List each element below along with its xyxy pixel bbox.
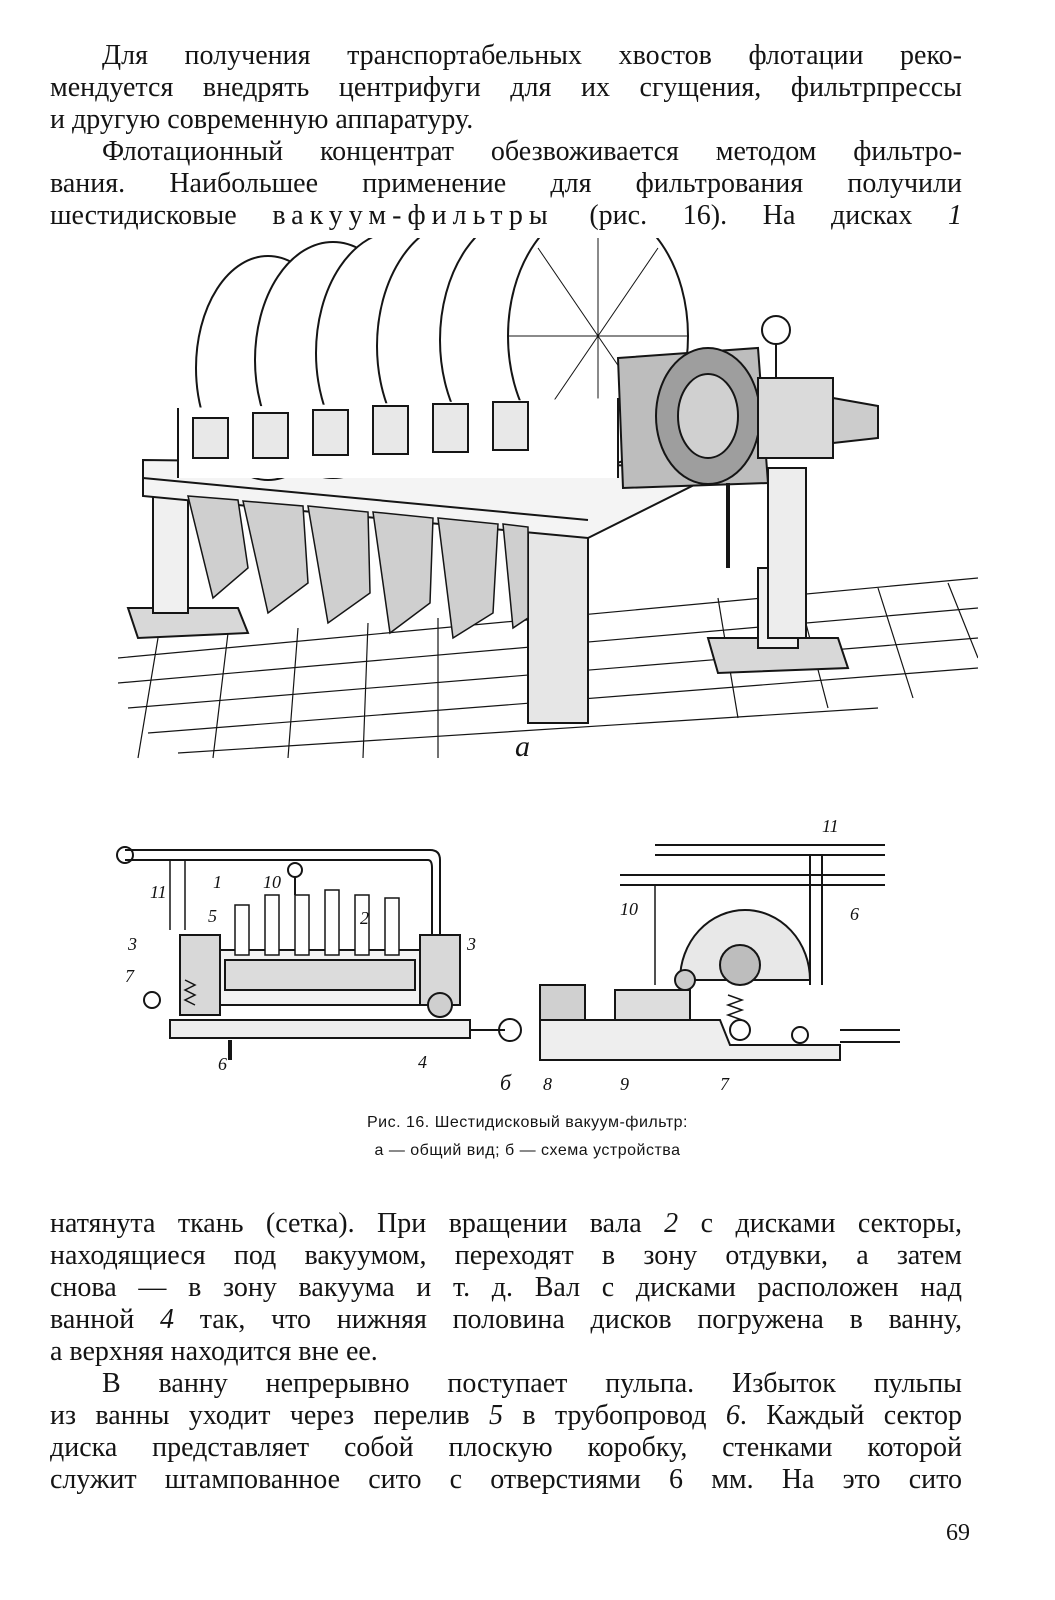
text-fragment: так, что нижняя половина дисков погружен… (173, 1304, 963, 1335)
text-fragment: натянута ткань (сетка). При вращении вал… (50, 1208, 665, 1239)
callout-1: 1 (213, 872, 222, 892)
text-fragment: шестидисковые (50, 200, 237, 231)
gearbox-9 (614, 989, 691, 1021)
text-line: В ванну непрерывно поступает пульпа. Изб… (102, 1368, 962, 1399)
spaced-term: вакуум-фильтры (272, 200, 554, 231)
callout-3-left: 3 (127, 934, 137, 954)
paragraph-rotation: натянута ткань (сетка). При вращении вал… (50, 1208, 962, 1368)
figure-part-a-label: а (515, 730, 530, 763)
valve-head (757, 377, 834, 459)
callout-6-left: 6 (218, 1054, 227, 1074)
reference-number: 2 (664, 1208, 679, 1239)
callout-6-right: 6 (850, 904, 859, 924)
text-line: из ванны уходит через перелив 5 в трубоп… (50, 1400, 962, 1432)
pipe-11-left (125, 849, 441, 945)
figure-caption-title: Рис. 16. Шестидисковый вакуум-фильтр: (367, 1114, 688, 1131)
figure-general-view (118, 238, 978, 759)
text-line: натянута ткань (сетка). При вращении вал… (50, 1208, 962, 1240)
reference-number: 1 (948, 200, 962, 231)
text-line: находящиеся под вакуумом, переходят в зо… (50, 1240, 962, 1271)
figure-caption-legend: а — общий вид; б — схема устройства (374, 1142, 681, 1159)
text-line: ванной 4 так, что нижняя половина дисков… (50, 1304, 962, 1336)
text-fragment: (рис. 16). На дисках (589, 200, 913, 231)
base-frame-right (539, 1019, 841, 1061)
pressure-gauge (761, 315, 791, 345)
text-line: снова — в зону вакуума и т. д. Вал с дис… (50, 1272, 962, 1303)
bearing-heads (192, 401, 529, 459)
pipe-10 (620, 874, 885, 886)
drive-wheel (719, 944, 761, 986)
text-line: и другую современную аппаратуру. (50, 104, 474, 135)
callout-10-right: 10 (620, 899, 638, 919)
schematic-front-view (539, 844, 900, 1061)
paragraph-tailings: Для получения транспортабельных хвостов … (50, 40, 962, 136)
reference-number: 4 (159, 1304, 174, 1335)
paragraph-concentrate: Флотационный концентрат обезвоживается м… (50, 136, 962, 232)
text-line: мендуется внедрять центрифуги для их сгу… (50, 72, 962, 103)
callout-11-left: 11 (150, 882, 167, 902)
callout-8: 8 (543, 1074, 552, 1094)
figure-schematic: 11 1 10 5 2 3 3 7 4 6 11 10 8 9 7 6 (116, 816, 900, 1094)
text-fragment: с дисками секторы, (678, 1208, 962, 1239)
schematic-side-view (116, 846, 522, 1060)
frame-leg-front (527, 517, 589, 724)
pipe-11-right (655, 844, 885, 856)
figure-part-b-label: б (500, 1070, 512, 1095)
callout-5: 5 (208, 906, 217, 926)
base-frame (169, 1019, 471, 1039)
paragraph-pulp: В ванну непрерывно поступает пульпа. Изб… (50, 1368, 962, 1496)
text-fragment: из ванны уходит через перелив (50, 1400, 489, 1431)
callout-4: 4 (418, 1052, 427, 1072)
drive-block (179, 934, 221, 1016)
motor-8 (539, 984, 586, 1026)
text-fragment: ванной (50, 1304, 160, 1335)
text-line: Флотационный концентрат обезвоживается м… (102, 136, 962, 167)
text-line: Для получения транспортабельных хвостов … (102, 40, 962, 71)
base-block-left (126, 607, 250, 640)
callout-11-right: 11 (822, 816, 839, 836)
text-line: а верхняя находится вне ее. (50, 1336, 378, 1367)
tank-hoppers (187, 495, 529, 640)
text-line: диска представляет собой плоскую коробку… (50, 1432, 962, 1463)
callout-9: 9 (620, 1074, 629, 1094)
callout-2: 2 (360, 908, 369, 928)
text-fragment: . Каждый сектор (739, 1400, 962, 1431)
reference-number: 5 (488, 1400, 503, 1431)
support-column (767, 467, 807, 639)
text-fragment: в трубопровод (502, 1400, 726, 1431)
callout-10-left: 10 (263, 872, 281, 892)
callout-7-right: 7 (720, 1074, 730, 1094)
text-line: вания. Наибольшее применение для фильтро… (50, 168, 962, 199)
disc-columns (234, 889, 400, 956)
spring-7-right (725, 994, 745, 1021)
text-line: шестидисковые вакуум-фильтры (рис. 16). … (50, 200, 962, 232)
callout-7-left: 7 (125, 966, 135, 986)
page-number: 69 (946, 1520, 970, 1546)
spring-7 (183, 979, 197, 1006)
text-line: служит штампованное сито с отверстиями 6… (50, 1464, 962, 1495)
callout-3-right: 3 (466, 934, 476, 954)
outlet-pipe (832, 396, 879, 445)
reference-number: 6 (725, 1400, 740, 1431)
